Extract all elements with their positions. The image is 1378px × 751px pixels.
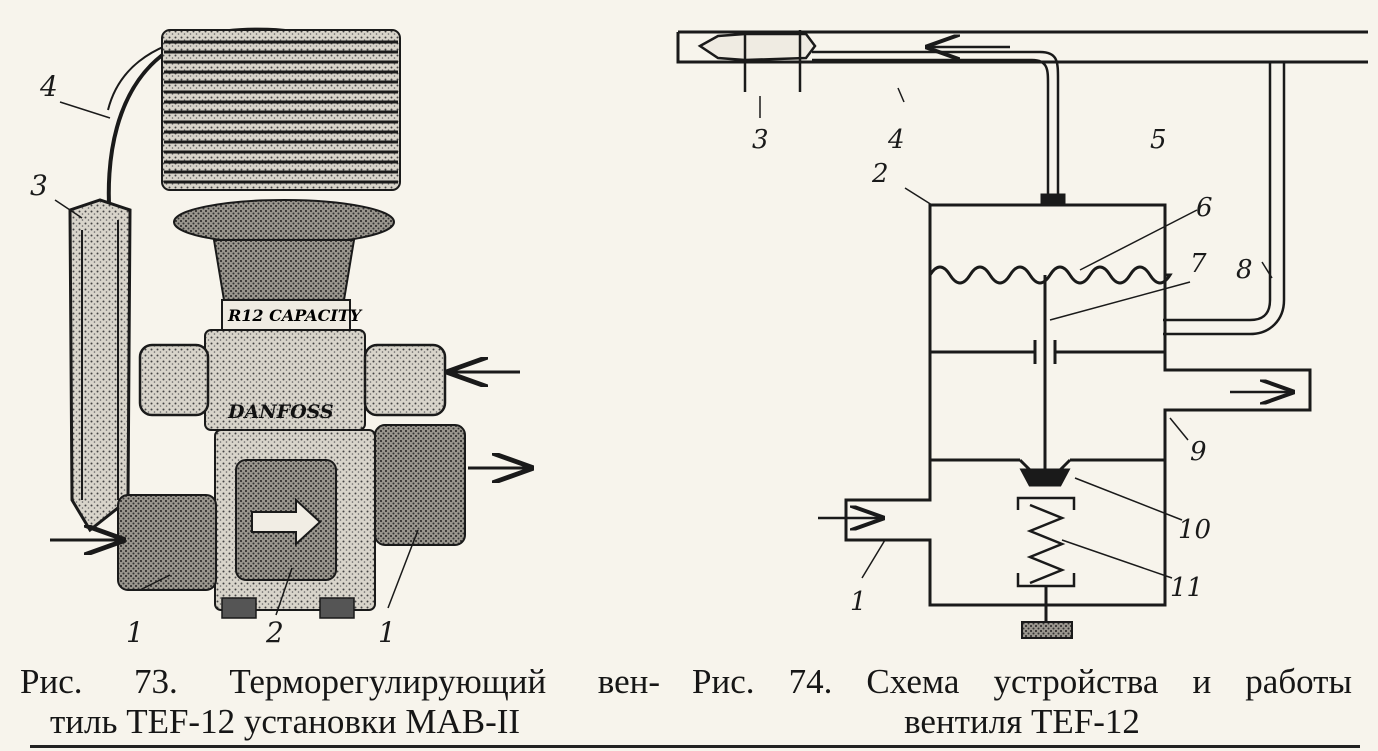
fig74-caption-line2: вентиля TEF-12 xyxy=(904,702,1140,741)
fig74-label-10: 10 xyxy=(1178,515,1211,545)
fig73-label-2: 2 xyxy=(265,616,284,649)
diaphragm xyxy=(928,265,1173,285)
left-nut xyxy=(138,343,210,417)
fig73-labels: 4 3 1 2 1 xyxy=(30,70,396,649)
spring-cup-bottom xyxy=(1016,573,1076,588)
fig74-labels: 3 4 5 2 6 7 8 9 10 11 1 xyxy=(752,125,1253,617)
fig73-label-4: 4 xyxy=(39,70,58,103)
adjust-screw xyxy=(1021,621,1073,639)
fig73-caption-line2: тиль TEF-12 установки МАВ-II xyxy=(50,702,521,741)
valve-plug xyxy=(1019,468,1071,487)
brand-marking: DANFOSS xyxy=(227,401,334,423)
fig73-valve-drawing: R12 CAPACITY DANFOSS xyxy=(50,27,528,619)
fig74-label-11: 11 xyxy=(1170,573,1203,603)
fig74-label-3: 3 xyxy=(752,125,769,155)
capillary-schematic xyxy=(812,50,1060,195)
diaphragm-cap xyxy=(173,199,395,245)
fig74-label-9: 9 xyxy=(1190,437,1207,467)
fig73-caption-line1: Рис. 73. Терморегулирующий вен- xyxy=(20,662,660,701)
fig74-caption-line1: Рис. 74. Схема устройства и работы xyxy=(692,662,1352,701)
valve-housing xyxy=(844,203,1312,607)
fig73-label-1a: 1 xyxy=(126,616,144,649)
fig73-label-1b: 1 xyxy=(378,616,396,649)
suction-pipe xyxy=(676,30,1368,64)
fig73-label-3: 3 xyxy=(30,169,48,202)
fig74-schematic xyxy=(676,30,1368,639)
equalizer-tube xyxy=(1163,62,1286,336)
coil-head xyxy=(161,29,401,191)
fig74-caption: Рис. 74. Схема устройства и работы венти… xyxy=(692,662,1352,742)
fig74-label-5: 5 xyxy=(1150,125,1167,155)
fig74-label-1: 1 xyxy=(850,587,867,617)
fig74-label-8: 8 xyxy=(1236,255,1253,285)
fig74-label-4: 4 xyxy=(887,125,905,155)
fig74-label-7: 7 xyxy=(1190,249,1207,279)
fig73-caption: Рис. 73. Терморегулирующий вен- тиль TEF… xyxy=(20,662,660,742)
fig74-label-2: 2 xyxy=(871,159,889,189)
neck-marking: R12 CAPACITY xyxy=(227,306,363,325)
sensing-bulb-schematic xyxy=(697,32,817,62)
spring xyxy=(1026,503,1066,585)
valve-neck xyxy=(212,239,356,301)
outlet-fitting xyxy=(374,424,466,546)
flow-arrow-mark xyxy=(251,497,322,547)
spring-cup-top xyxy=(1016,496,1076,510)
right-nut xyxy=(363,343,447,417)
fig74-label-6: 6 xyxy=(1196,193,1213,223)
sensing-bulb xyxy=(68,198,132,533)
page-rule xyxy=(30,745,1360,748)
